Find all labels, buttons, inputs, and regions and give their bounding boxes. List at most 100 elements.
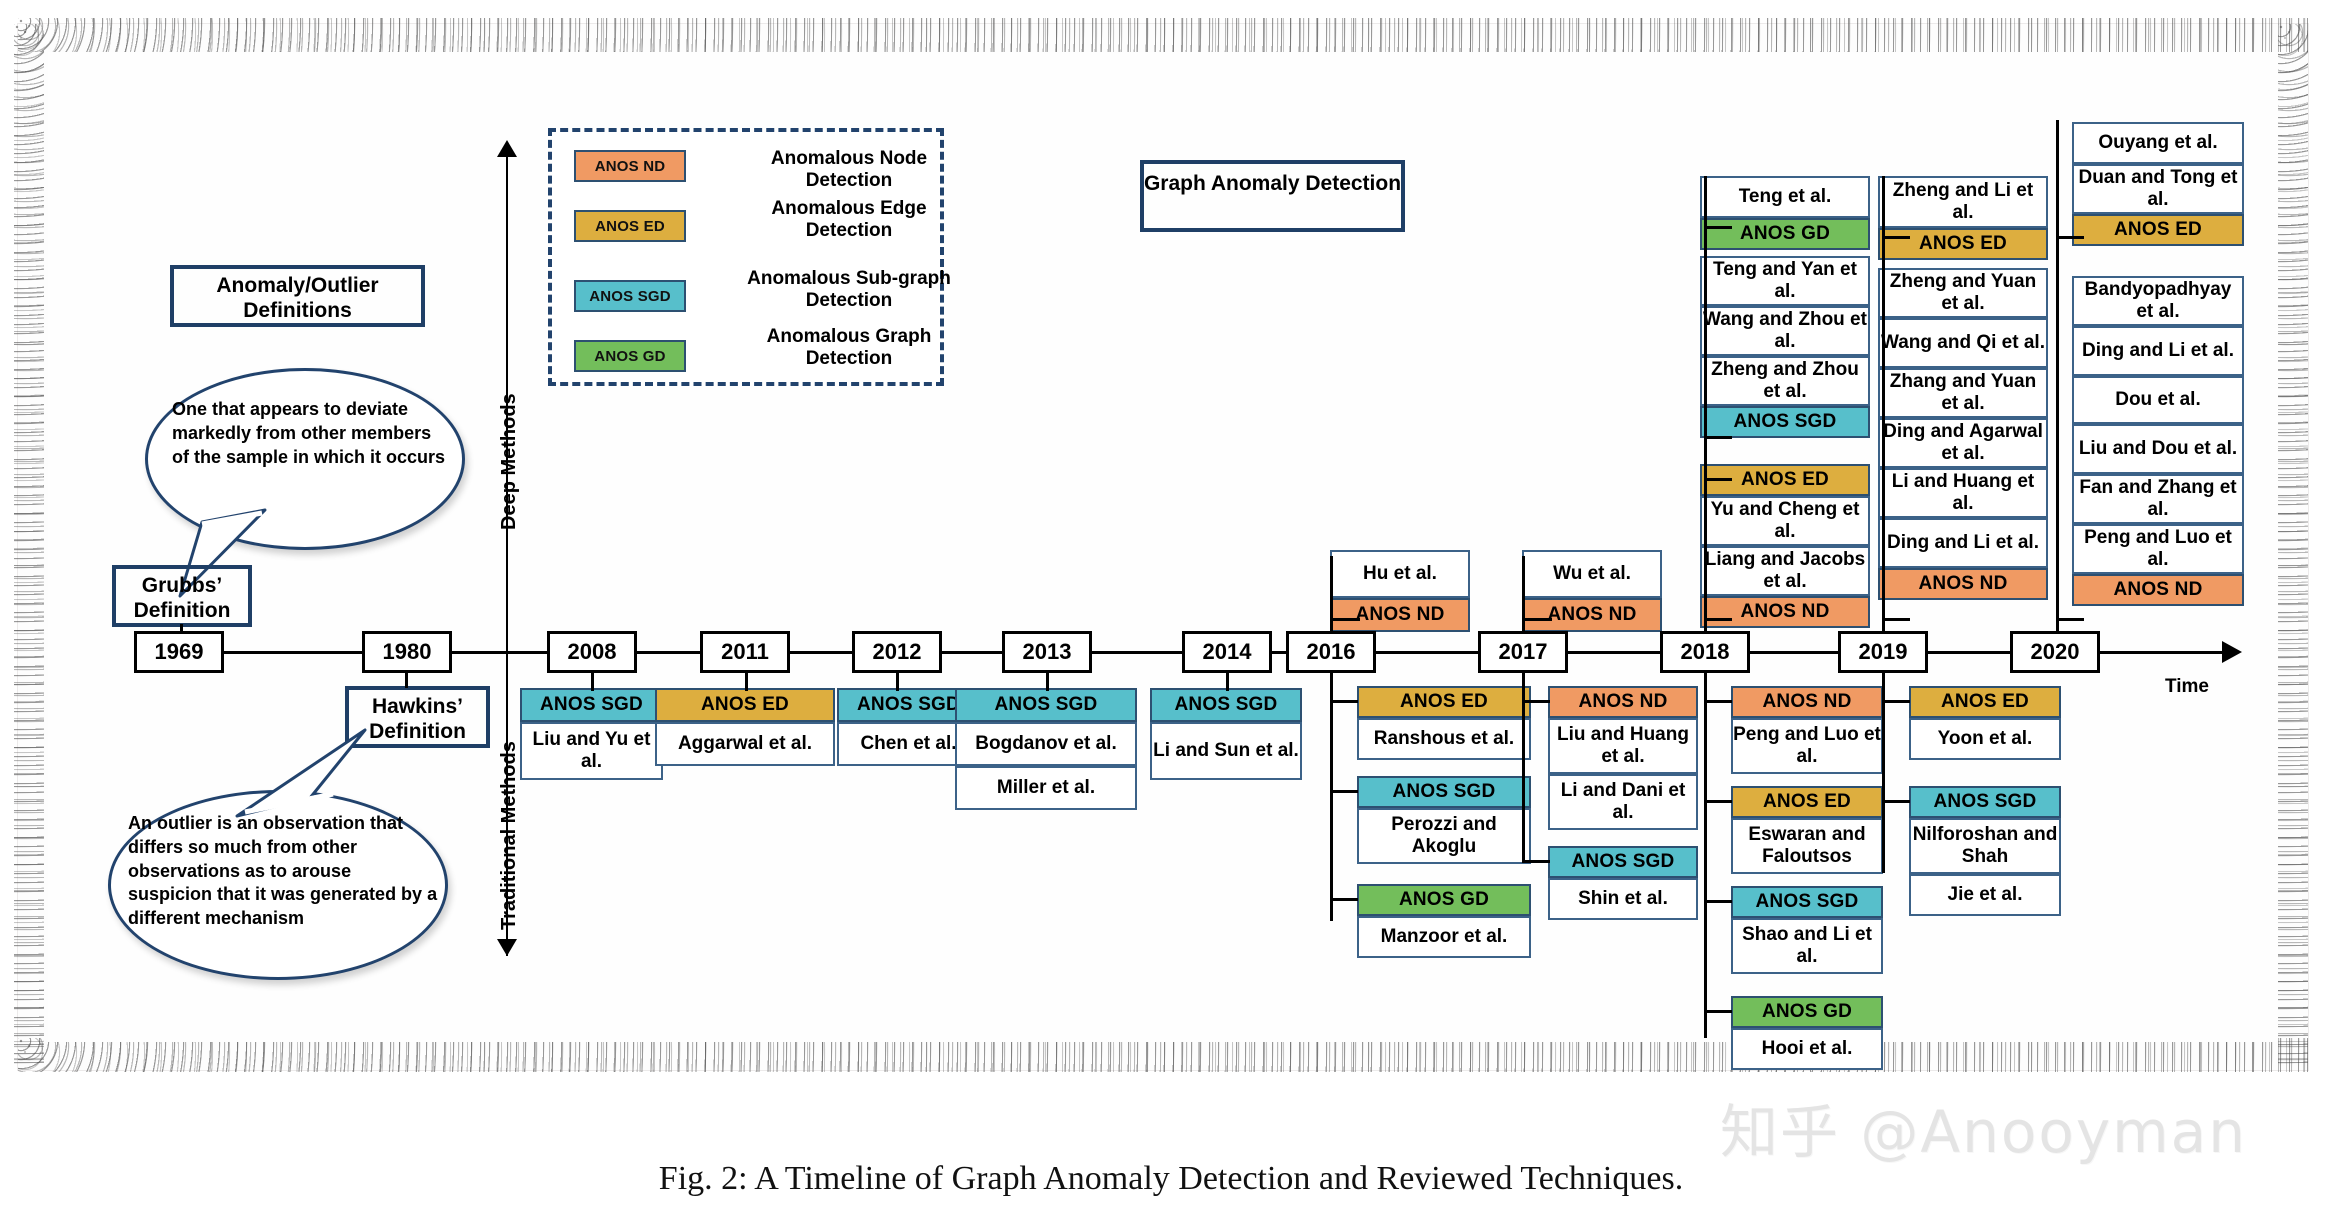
tag-anos-sgd[interactable]: ANOS SGD	[1700, 406, 1870, 438]
work-box[interactable]: Shao and Li et al.	[1731, 918, 1883, 974]
work-box[interactable]: Bogdanov et al.	[955, 722, 1137, 766]
tag-anos-ed[interactable]: ANOS ED	[1731, 786, 1883, 818]
tag-anos-gd[interactable]: ANOS GD	[1731, 996, 1883, 1028]
year-tick-2012[interactable]: 2012	[852, 631, 942, 673]
work-box[interactable]: Teng and Yan et al.	[1700, 256, 1870, 306]
tag-anos-gd[interactable]: ANOS GD	[1357, 884, 1531, 916]
tag-anos-sgd[interactable]: ANOS SGD	[1150, 688, 1302, 722]
tag-anos-nd[interactable]: ANOS ND	[1700, 596, 1870, 628]
year-tick-2014[interactable]: 2014	[1182, 631, 1272, 673]
work-box[interactable]: Manzoor et al.	[1357, 916, 1531, 958]
col-2018-below-ed: ANOS ED Eswaran and Faloutsos	[1731, 786, 1883, 874]
connector-2020a-nd	[2056, 618, 2084, 621]
tag-anos-sgd[interactable]: ANOS SGD	[1731, 886, 1883, 918]
work-box[interactable]: Ding and Li et al.	[2072, 326, 2244, 376]
tag-anos-ed[interactable]: ANOS ED	[2072, 214, 2244, 246]
tag-anos-sgd[interactable]: ANOS SGD	[1548, 846, 1698, 878]
work-box[interactable]: Hooi et al.	[1731, 1028, 1883, 1070]
legend-chip-anos-gd: ANOS GD	[574, 340, 686, 372]
work-box[interactable]: Miller et al.	[955, 766, 1137, 810]
work-box[interactable]: Zhang and Yuan et al.	[1878, 368, 2048, 418]
work-box[interactable]: Liang and Jacobs et al.	[1700, 546, 1870, 596]
work-box[interactable]: Li and Huang et al.	[1878, 468, 2048, 518]
legend-item-1: ANOS ED Anomalous Edge Detection	[574, 198, 927, 242]
year-tick-1969[interactable]: 1969	[134, 631, 224, 673]
work-box[interactable]: Yu and Cheng et al.	[1700, 496, 1870, 546]
year-tick-1980[interactable]: 1980	[362, 631, 452, 673]
tag-anos-sgd[interactable]: ANOS SGD	[955, 688, 1137, 722]
work-box[interactable]: Fan and Zhang et al.	[2072, 474, 2244, 524]
tag-anos-nd[interactable]: ANOS ND	[1731, 686, 1883, 718]
tag-anos-sgd[interactable]: ANOS SGD	[520, 688, 663, 722]
col-2019-above-nd: Zheng and Yuan et al. Wang and Qi et al.…	[1878, 268, 2048, 600]
tag-anos-ed[interactable]: ANOS ED	[1909, 686, 2061, 718]
tag-anos-ed[interactable]: ANOS ED	[1700, 464, 1870, 496]
connector-2019a-ed	[1882, 236, 1910, 239]
method-axis-arrow-up	[497, 140, 517, 157]
work-box[interactable]: Teng et al.	[1700, 176, 1870, 218]
tag-anos-ed[interactable]: ANOS ED	[655, 688, 835, 722]
work-box[interactable]: Eswaran and Faloutsos	[1731, 818, 1883, 874]
work-box[interactable]: Zheng and Li et al.	[1878, 176, 2048, 228]
work-box[interactable]: Liu and Yu et al.	[520, 722, 663, 780]
legend-desc-anos-ed: Anomalous Edge Detection	[771, 198, 927, 242]
year-tick-2011[interactable]: 2011	[700, 631, 790, 673]
work-box[interactable]: Perozzi and Akoglu	[1357, 808, 1531, 864]
year-tick-2017[interactable]: 2017	[1478, 631, 1568, 673]
tag-anos-nd[interactable]: ANOS ND	[1878, 568, 2048, 600]
tag-anos-nd[interactable]: ANOS ND	[2072, 574, 2244, 606]
tag-anos-gd[interactable]: ANOS GD	[1700, 218, 1870, 250]
work-box[interactable]: Dou et al.	[2072, 376, 2244, 424]
work-box[interactable]: Liu and Dou et al.	[2072, 424, 2244, 474]
work-box[interactable]: Bandyopadhyay et al.	[2072, 276, 2244, 326]
tag-anos-nd[interactable]: ANOS ND	[1330, 598, 1470, 632]
year-tick-2013[interactable]: 2013	[1002, 631, 1092, 673]
work-box[interactable]: Zheng and Yuan et al.	[1878, 268, 2048, 318]
year-tick-2016[interactable]: 2016	[1286, 631, 1376, 673]
connector-2016-ed	[1330, 700, 1358, 703]
stem-2017-above	[1522, 556, 1525, 634]
year-tick-2018[interactable]: 2018	[1660, 631, 1750, 673]
work-box[interactable]: Yoon et al.	[1909, 718, 2061, 760]
work-box[interactable]: Ding and Agarwal et al.	[1878, 418, 2048, 468]
work-box[interactable]: Peng and Luo et al.	[1731, 718, 1883, 774]
tag-anos-nd[interactable]: ANOS ND	[1522, 598, 1662, 632]
tag-anos-ed[interactable]: ANOS ED	[1357, 686, 1531, 718]
work-box[interactable]: Ouyang et al.	[2072, 122, 2244, 164]
stem-2018-below	[1704, 673, 1707, 1038]
work-box[interactable]: Hu et al.	[1330, 550, 1470, 598]
work-box[interactable]: Jie et al.	[1909, 874, 2061, 916]
tag-anos-sgd[interactable]: ANOS SGD	[1909, 786, 2061, 818]
work-box[interactable]: Shin et al.	[1548, 878, 1698, 920]
work-box[interactable]: Aggarwal et al.	[655, 722, 835, 766]
work-box[interactable]: Nilforoshan and Shah	[1909, 818, 2061, 874]
connector-2018b-gd	[1704, 1010, 1732, 1013]
stem-2014	[1226, 673, 1229, 691]
work-box[interactable]: Ranshous et al.	[1357, 718, 1531, 760]
work-box[interactable]: Li and Sun et al.	[1150, 722, 1302, 780]
tag-anos-nd[interactable]: ANOS ND	[1548, 686, 1698, 718]
year-tick-2019[interactable]: 2019	[1838, 631, 1928, 673]
connector-2018a-nd	[1704, 618, 1732, 621]
legend-desc-anos-gd: Anomalous Graph Detection	[766, 326, 932, 370]
connector-2017-above	[1522, 618, 1552, 621]
col-2014-below: ANOS SGD Li and Sun et al.	[1150, 688, 1302, 780]
work-box[interactable]: Ding and Li et al.	[1878, 518, 2048, 568]
work-box[interactable]: Liu and Huang et al.	[1548, 718, 1698, 774]
connector-2017-sgd	[1522, 860, 1550, 863]
year-tick-2008[interactable]: 2008	[547, 631, 637, 673]
bracket-definitions-label: Anomaly/Outlier Definitions	[216, 274, 379, 322]
work-box[interactable]: Wu et al.	[1522, 550, 1662, 598]
work-box[interactable]: Duan and Tong et al.	[2072, 164, 2244, 214]
bracket-hawkins	[345, 686, 490, 748]
work-box[interactable]: Zheng and Zhou et al.	[1700, 356, 1870, 406]
stem-2016-above	[1330, 556, 1333, 634]
year-tick-2020[interactable]: 2020	[2010, 631, 2100, 673]
work-box[interactable]: Li and Dani et al.	[1548, 774, 1698, 830]
work-box[interactable]: Peng and Luo et al.	[2072, 524, 2244, 574]
work-box[interactable]: Wang and Qi et al.	[1878, 318, 2048, 368]
tag-anos-ed[interactable]: ANOS ED	[1878, 228, 2048, 260]
work-box[interactable]: Wang and Zhou et al.	[1700, 306, 1870, 356]
stem-2018-above	[1704, 176, 1707, 634]
tag-anos-sgd[interactable]: ANOS SGD	[1357, 776, 1531, 808]
